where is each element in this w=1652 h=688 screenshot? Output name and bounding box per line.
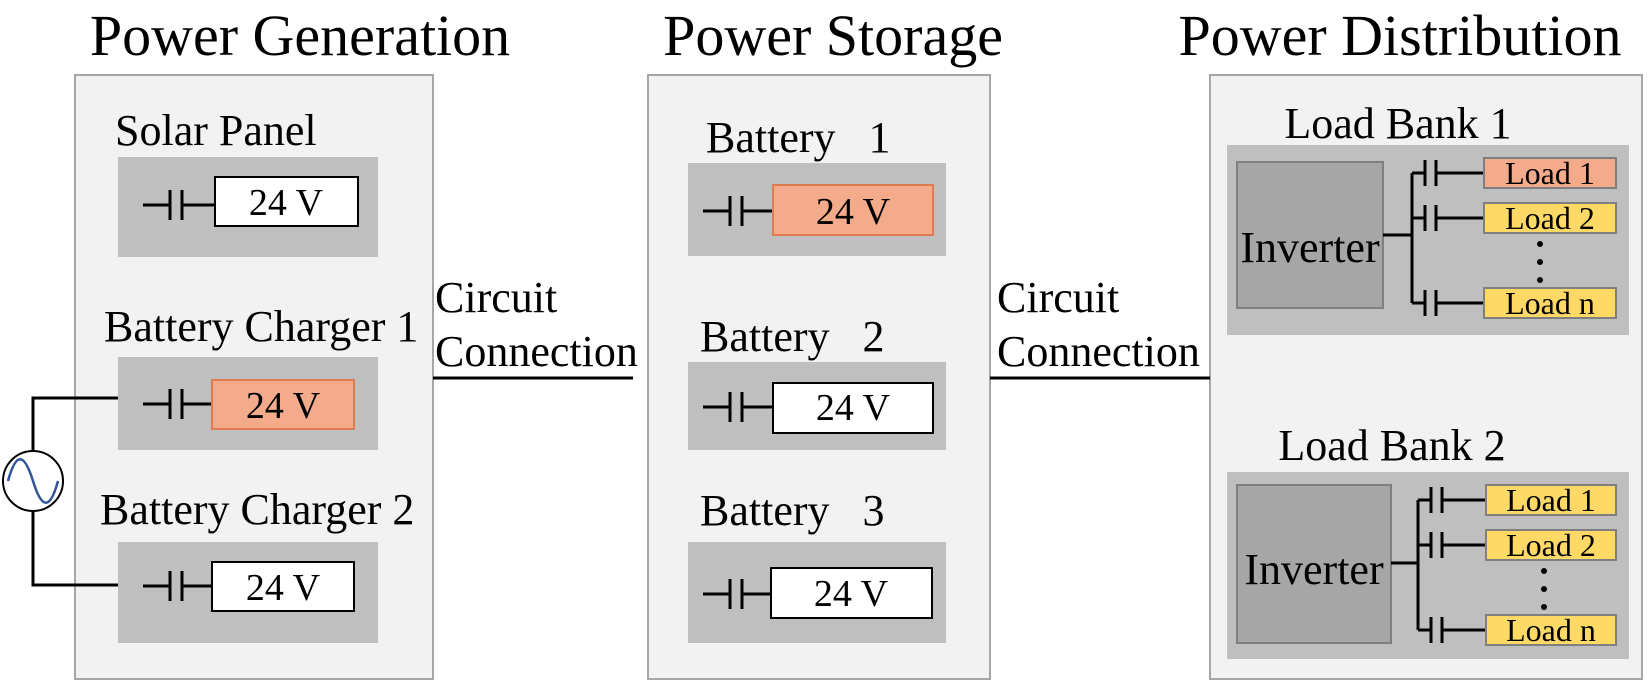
circuit-connection-right: Circuit Connection bbox=[990, 273, 1210, 380]
capacitor-icon bbox=[1423, 205, 1484, 231]
ellipsis-dots bbox=[1541, 568, 1547, 610]
circuit-connection-right-line2: Connection bbox=[997, 327, 1200, 376]
load-bank-1-load-2-label: Load 2 bbox=[1505, 200, 1595, 236]
capacitor-icon bbox=[703, 392, 773, 422]
capacitor-icon bbox=[1429, 617, 1486, 643]
power-distribution-title: Power Distribution bbox=[1178, 3, 1621, 68]
load-bank-1-load-1-box bbox=[1483, 157, 1617, 189]
load-bank-2-label: Load Bank 2 bbox=[1278, 421, 1505, 470]
load-bank-1-load-n-label: Load n bbox=[1505, 285, 1595, 321]
capacitor-icon bbox=[1423, 290, 1484, 316]
battery-1-voltage-box bbox=[772, 184, 934, 236]
battery-charger-1-unit: Battery Charger 1 24 V bbox=[104, 302, 418, 450]
battery-3-unit: Battery 3 24 V bbox=[688, 486, 946, 643]
load-bank-1-load-1-label: Load 1 bbox=[1505, 155, 1595, 191]
capacitor-icon bbox=[703, 196, 773, 226]
capacitor-icon bbox=[143, 571, 212, 601]
capacitor-icon bbox=[1423, 160, 1484, 186]
load-bank-2-load-1-label: Load 1 bbox=[1506, 482, 1596, 518]
load-bank-1-bus bbox=[1383, 171, 1425, 305]
battery-charger-2-voltage-box bbox=[211, 561, 355, 612]
circuit-connection-left: Circuit Connection bbox=[433, 273, 638, 380]
load-bank-2-load-n-label: Load n bbox=[1506, 612, 1596, 648]
load-bank-2-load-n-box bbox=[1485, 614, 1617, 646]
circuit-connection-left-line2: Connection bbox=[435, 327, 638, 376]
battery-3-voltage-box bbox=[770, 567, 933, 619]
capacitor-icon bbox=[143, 190, 215, 220]
battery-2-unit: Battery 2 24 V bbox=[688, 312, 946, 450]
load-bank-1-load-2-box bbox=[1483, 202, 1617, 234]
ac-source bbox=[2, 396, 118, 587]
battery-charger-2-label: Battery Charger 2 bbox=[100, 485, 414, 534]
load-bank-1-label: Load Bank 1 bbox=[1284, 99, 1511, 148]
battery-3-label: Battery 3 bbox=[700, 486, 885, 535]
capacitor-icon bbox=[143, 389, 212, 419]
load-bank-2-load-2-box bbox=[1485, 529, 1617, 561]
battery-charger-2-voltage: 24 V bbox=[246, 567, 321, 609]
circuit-connection-right-line1: Circuit bbox=[997, 273, 1119, 322]
capacitor-icon bbox=[703, 579, 771, 609]
battery-charger-2-unit: Battery Charger 2 24 V bbox=[100, 485, 414, 643]
battery-charger-1-voltage-box bbox=[211, 379, 355, 430]
battery-1-voltage: 24 V bbox=[816, 191, 891, 233]
capacitor-icon bbox=[1429, 487, 1486, 513]
battery-charger-1-voltage: 24 V bbox=[246, 385, 321, 427]
solar-panel-voltage: 24 V bbox=[249, 182, 324, 224]
ac-source-wire-bottom bbox=[31, 511, 118, 587]
circuit-connection-left-line1: Circuit bbox=[435, 273, 557, 322]
battery-3-voltage: 24 V bbox=[814, 573, 889, 615]
solar-panel-unit: Solar Panel 24 V bbox=[115, 106, 378, 257]
solar-panel-label: Solar Panel bbox=[115, 106, 317, 155]
battery-2-voltage-box bbox=[772, 382, 934, 434]
battery-charger-1-label: Battery Charger 1 bbox=[104, 302, 418, 351]
sine-wave-icon bbox=[6, 458, 60, 504]
load-bank-2-load-2-label: Load 2 bbox=[1506, 527, 1596, 563]
power-generation-title: Power Generation bbox=[90, 3, 510, 68]
battery-2-label: Battery 2 bbox=[700, 312, 885, 361]
battery-2-voltage: 24 V bbox=[816, 387, 891, 429]
ac-source-wire-top bbox=[31, 396, 118, 451]
load-bank-1: Load Bank 1 Inverter Load 1 Load 2 Load … bbox=[1227, 99, 1629, 335]
load-bank-2: Load Bank 2 Inverter Load 1 Load 2 Load … bbox=[1227, 421, 1629, 659]
load-bank-1-load-n-box bbox=[1483, 287, 1617, 319]
battery-1-label: Battery 1 bbox=[706, 113, 891, 162]
battery-1-unit: Battery 1 24 V bbox=[688, 113, 946, 256]
inverter-1-label: Inverter bbox=[1240, 223, 1380, 272]
load-bank-2-bus bbox=[1391, 498, 1431, 632]
ellipsis-dots bbox=[1537, 241, 1543, 283]
capacitor-icon bbox=[1429, 532, 1486, 558]
solar-panel-voltage-box bbox=[214, 176, 359, 227]
power-storage-title: Power Storage bbox=[663, 3, 1003, 68]
inverter-2-label: Inverter bbox=[1244, 545, 1384, 594]
inverter-2-box bbox=[1236, 484, 1392, 644]
load-bank-2-load-1-box bbox=[1485, 484, 1617, 516]
